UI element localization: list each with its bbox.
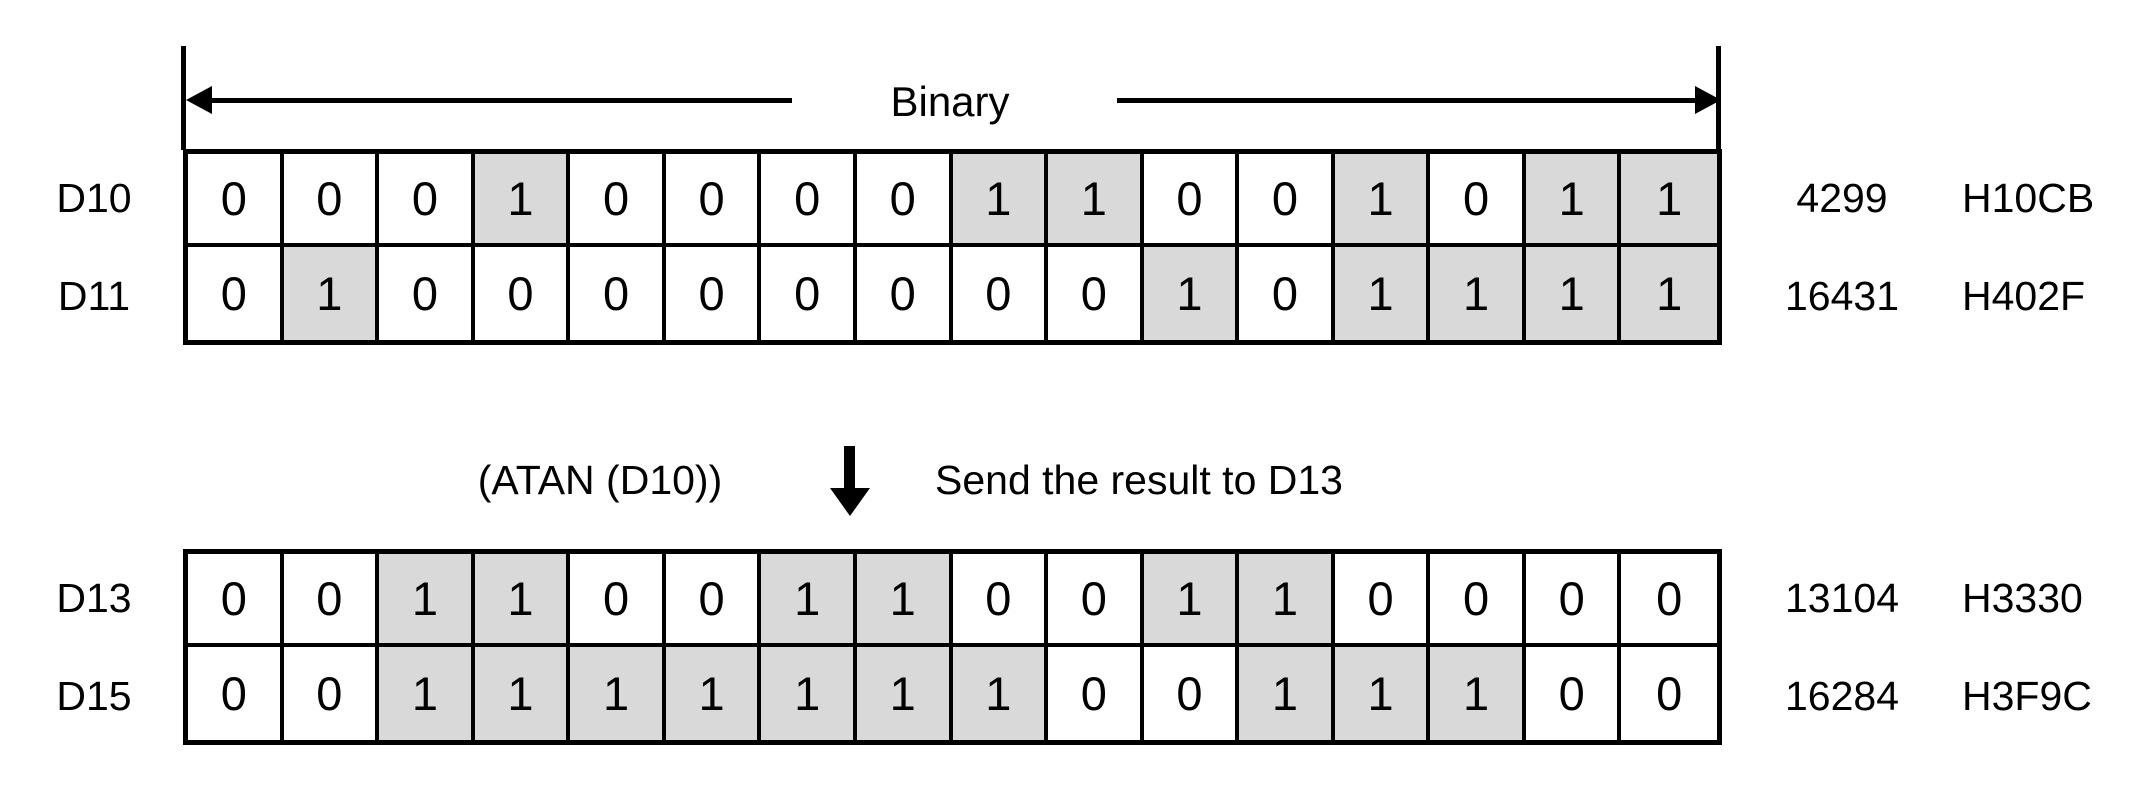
down-arrow-head [830, 488, 870, 516]
bit-cell-d13-14: 0 [1525, 554, 1622, 647]
bit-cell-d15-4: 1 [570, 647, 666, 740]
bit-cell-d15-2: 1 [379, 647, 475, 740]
hex-value-d10: H10CB [1962, 174, 2095, 221]
bit-cell-d11-10: 1 [1143, 247, 1240, 340]
bit-cell-d10-15: 1 [1621, 154, 1717, 247]
bit-cell-d15-5: 1 [665, 647, 762, 740]
bit-cell-d13-9: 0 [1048, 554, 1144, 647]
hex-value-d13: H3330 [1962, 574, 2083, 621]
bit-cell-d11-4: 0 [570, 247, 666, 340]
decimal-values-column: 13104 16284 [1763, 549, 1921, 745]
right-arrow-line [1117, 98, 1699, 103]
bit-cell-d13-11: 1 [1239, 554, 1335, 647]
left-arrowhead-icon [186, 86, 212, 114]
hex-values-column: H10CB H402F [1956, 149, 2152, 345]
register-label-d15: D15 [56, 672, 132, 719]
bit-cell-d10-6: 0 [761, 154, 857, 247]
bit-cell-d13-1: 0 [283, 554, 380, 647]
bit-cell-d11-5: 0 [666, 247, 762, 340]
bit-cell-d11-0: 0 [188, 247, 284, 340]
hex-value-d15: H3F9C [1962, 672, 2092, 719]
bit-cell-d13-5: 0 [665, 554, 762, 647]
decimal-value-d15: 16284 [1784, 672, 1899, 719]
down-arrow-shaft [844, 446, 855, 490]
bit-cell-d11-11: 0 [1239, 247, 1335, 340]
bit-cell-d10-0: 0 [188, 154, 284, 247]
binary-label: Binary [890, 78, 1010, 125]
down-arrow-icon [830, 446, 870, 516]
register-label-d10: D10 [56, 174, 132, 221]
bit-cell-d13-13: 0 [1430, 554, 1526, 647]
bit-cell-d15-10: 0 [1144, 647, 1240, 740]
bit-cell-d11-9: 0 [1048, 247, 1144, 340]
decimal-value-d11: 16431 [1784, 272, 1899, 319]
bit-cell-d10-12: 1 [1334, 154, 1431, 247]
bit-cell-d11-1: 1 [283, 247, 380, 340]
bit-cell-d10-8: 1 [952, 154, 1049, 247]
bit-cell-d10-3: 1 [474, 154, 571, 247]
bit-cell-d13-7: 1 [856, 554, 953, 647]
bit-cell-d11-15: 1 [1621, 247, 1717, 340]
operation-expression: (ATAN (D10)) [477, 456, 723, 503]
operation-row: (ATAN (D10)) Send the result to D13 [0, 444, 2152, 516]
bit-cell-d15-0: 0 [188, 647, 284, 740]
bit-cell-d15-6: 1 [761, 647, 857, 740]
bit-cell-d13-15: 0 [1621, 554, 1717, 647]
register-label-d13: D13 [56, 574, 132, 621]
bit-cell-d13-2: 1 [379, 554, 475, 647]
bit-cell-d10-10: 0 [1143, 154, 1240, 247]
bit-cell-d11-2: 0 [379, 247, 475, 340]
bit-cell-d10-2: 0 [379, 154, 475, 247]
bit-cell-d11-6: 0 [761, 247, 857, 340]
bit-cell-d11-14: 1 [1525, 247, 1622, 340]
register-label-d11: D11 [57, 272, 131, 319]
bit-cell-d15-1: 0 [284, 647, 380, 740]
bit-cell-d13-3: 1 [474, 554, 571, 647]
bit-cell-d15-14: 0 [1526, 647, 1622, 740]
bit-cell-d15-12: 1 [1334, 647, 1431, 740]
bit-cell-d10-4: 0 [570, 154, 666, 247]
bit-cell-d10-7: 0 [856, 154, 953, 247]
bit-cell-d11-12: 1 [1334, 247, 1431, 340]
bit-cell-d15-3: 1 [474, 647, 571, 740]
bit-cell-d13-8: 0 [952, 554, 1049, 647]
bit-cell-d13-12: 0 [1334, 554, 1431, 647]
bit-cell-d11-13: 1 [1430, 247, 1526, 340]
bit-cell-d10-5: 0 [665, 154, 762, 247]
bit-cell-d10-14: 1 [1525, 154, 1622, 247]
bit-cell-d10-9: 1 [1048, 154, 1144, 247]
bit-cell-d10-13: 0 [1430, 154, 1526, 247]
bit-cell-d15-13: 1 [1430, 647, 1526, 740]
left-boundary-tick [181, 46, 186, 150]
decimal-value-d10: 4299 [1796, 174, 1888, 221]
bit-cell-d13-10: 1 [1143, 554, 1240, 647]
hex-value-d11: H402F [1962, 272, 2086, 319]
bit-cell-d11-3: 0 [475, 247, 571, 340]
bit-cell-d10-11: 0 [1239, 154, 1335, 247]
bit-cell-d13-0: 0 [188, 554, 284, 647]
bit-cell-d15-9: 0 [1048, 647, 1144, 740]
bit-cell-d10-1: 0 [283, 154, 380, 247]
bit-cell-d15-7: 1 [856, 647, 953, 740]
operation-description: Send the result to D13 [935, 456, 1343, 503]
bit-cell-d11-7: 0 [857, 247, 953, 340]
bit-cell-d15-11: 1 [1239, 647, 1335, 740]
left-arrow-line [200, 98, 792, 103]
bit-cell-d13-6: 1 [761, 554, 857, 647]
bit-cell-d11-8: 0 [953, 247, 1049, 340]
bit-cell-d15-15: 0 [1656, 667, 1683, 720]
bit-cell-d13-4: 0 [570, 554, 666, 647]
decimal-values-column: 4299 16431 [1763, 149, 1921, 345]
right-arrowhead-icon [1695, 86, 1721, 114]
bit-cell-d15-8: 1 [952, 647, 1049, 740]
decimal-value-d13: 13104 [1784, 574, 1899, 621]
